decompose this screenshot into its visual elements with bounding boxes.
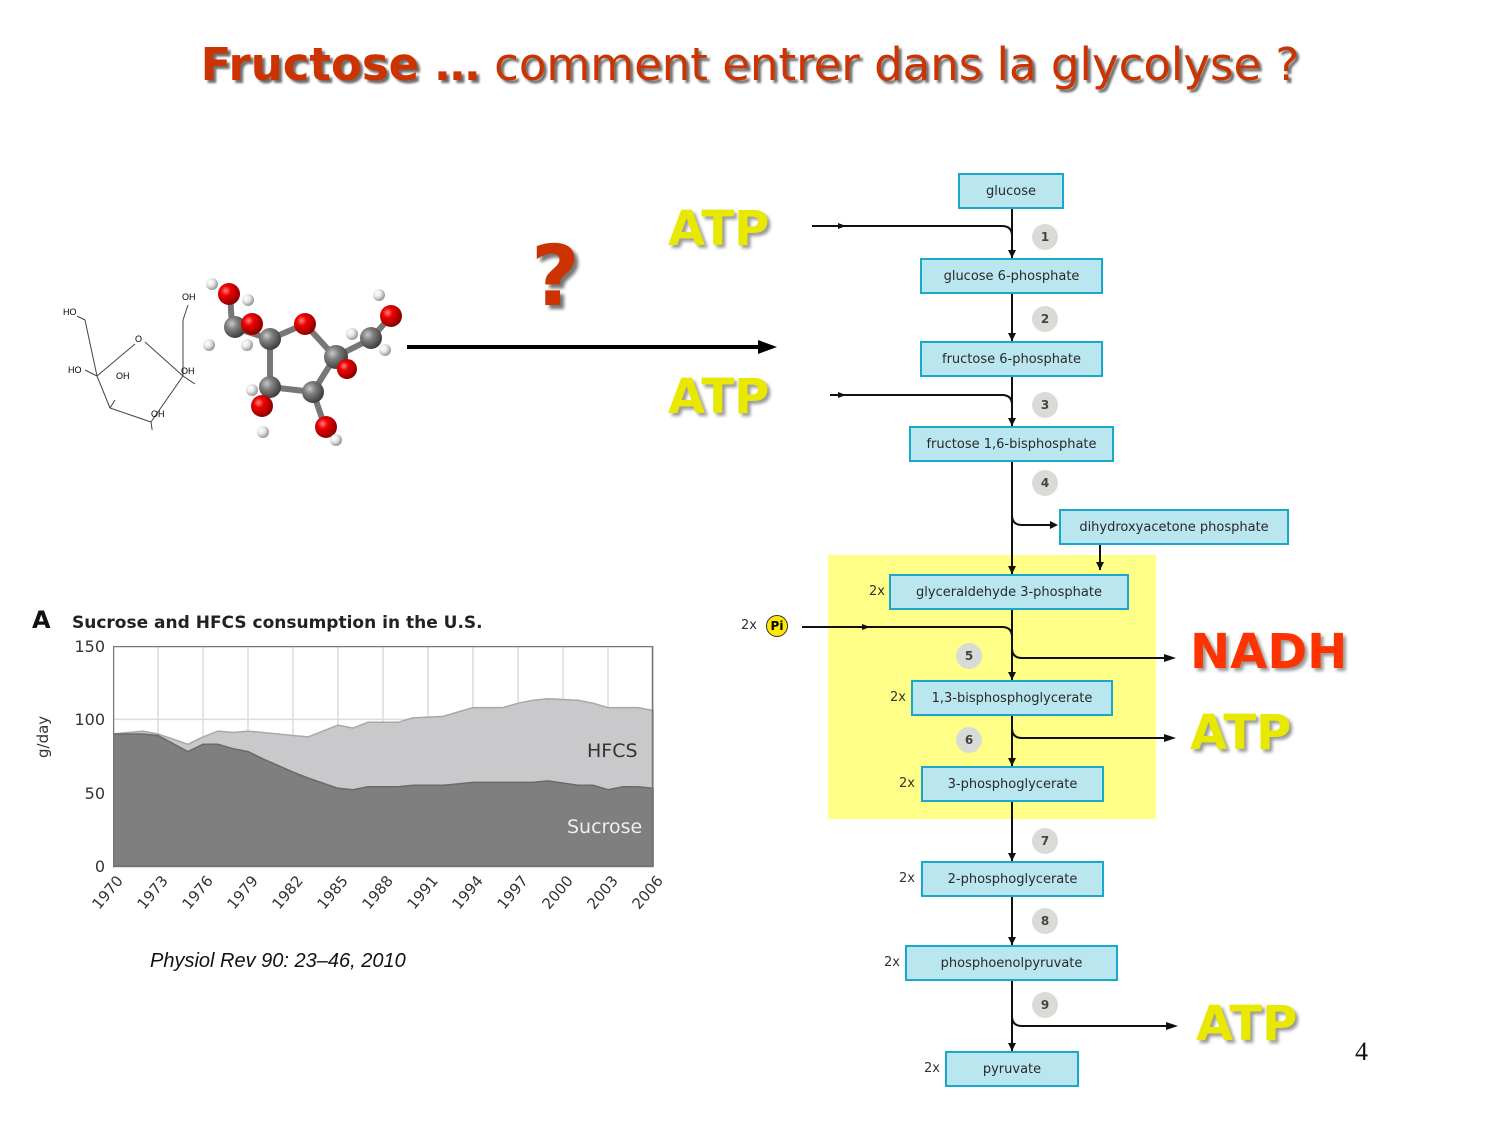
metabolite-2-phosphoglycerate: 2-phosphoglycerate (921, 861, 1104, 897)
title-rest: comment entrer dans la glycolyse ? (479, 38, 1300, 91)
metabolite-dihydroxyacetone-phosphate: dihydroxyacetone phosphate (1059, 509, 1289, 545)
multiplier-pyruvate: 2x (924, 1061, 940, 1076)
step-6: 6 (956, 727, 982, 753)
step-8: 8 (1032, 908, 1058, 934)
label-oh-2: OH (116, 371, 130, 381)
multiplier-pi: 2x (741, 618, 757, 633)
chart-title: Sucrose and HFCS consumption in the U.S. (72, 613, 483, 633)
nadh-output: NADH (1190, 624, 1348, 680)
ytick-100: 100 (74, 710, 105, 729)
step-9: 9 (1032, 992, 1058, 1018)
fructose-3d-model (203, 278, 402, 446)
metabolite-fructose-1-6-bisphosphate: fructose 1,6-bisphosphate (909, 426, 1114, 462)
label-ho-2: HO (68, 365, 82, 375)
ytick-150: 150 (74, 637, 105, 656)
step-3: 3 (1032, 392, 1058, 418)
label-oh-3: OH (181, 366, 195, 376)
atp-output-2: ATP (1196, 996, 1298, 1052)
step-4: 4 (1032, 470, 1058, 496)
metabolite-3-phosphoglycerate: 3-phosphoglycerate (921, 766, 1104, 802)
multiplier-pep: 2x (884, 955, 900, 970)
legend-sucrose: Sucrose (567, 816, 643, 838)
multiplier-2pg: 2x (899, 871, 915, 886)
sucrose-area (113, 733, 654, 867)
step-5: 5 (956, 643, 982, 669)
metabolite-glyceraldehyde-3-phosphate: glyceraldehyde 3-phosphate (889, 574, 1129, 610)
step-1: 1 (1032, 224, 1058, 250)
phosphate-pi-icon: Pi (766, 615, 788, 637)
label-oh-1: OH (182, 292, 196, 302)
fructose-to-pathway-arrow (407, 340, 777, 354)
metabolite-glucose: glucose (958, 173, 1064, 209)
label-oh-4: OH (151, 409, 165, 419)
step-7: 7 (1032, 828, 1058, 854)
atp-output-1: ATP (1190, 705, 1292, 761)
question-mark: ? (531, 227, 580, 325)
label-o-ring: O (135, 334, 142, 344)
metabolite-pyruvate: pyruvate (945, 1051, 1079, 1087)
chart-panel-letter: A (32, 606, 51, 634)
multiplier-13bpg: 2x (890, 690, 906, 705)
metabolite-glucose-6-phosphate: glucose 6-phosphate (920, 258, 1103, 294)
multiplier-g3p: 2x (869, 584, 885, 599)
step-2: 2 (1032, 306, 1058, 332)
metabolite-phosphoenolpyruvate: phosphoenolpyruvate (905, 945, 1118, 981)
label-ho-1: HO (63, 307, 77, 317)
atp-input-1: ATP (668, 201, 770, 257)
pi-label: Pi (770, 619, 784, 633)
title-bold: Fructose … (200, 38, 480, 91)
slide-title: Fructose … comment entrer dans la glycol… (0, 38, 1500, 91)
page-number: 4 (1355, 1037, 1368, 1066)
multiplier-3pg: 2x (899, 776, 915, 791)
chart-ylabel: g/day (34, 715, 52, 758)
atp-input-2: ATP (668, 369, 770, 425)
legend-hfcs: HFCS (587, 740, 638, 762)
metabolite-fructose-6-phosphate: fructose 6-phosphate (920, 341, 1103, 377)
metabolite-1-3-bisphosphoglycerate: 1,3-bisphosphoglycerate (911, 680, 1113, 716)
ytick-0: 0 (94, 857, 105, 876)
area-chart (113, 646, 654, 868)
ytick-50: 50 (84, 784, 105, 803)
fructose-skeletal-structure: HO OH O HO OH OH OH (63, 292, 196, 430)
citation: Physiol Rev 90: 23–46, 2010 (150, 950, 406, 972)
